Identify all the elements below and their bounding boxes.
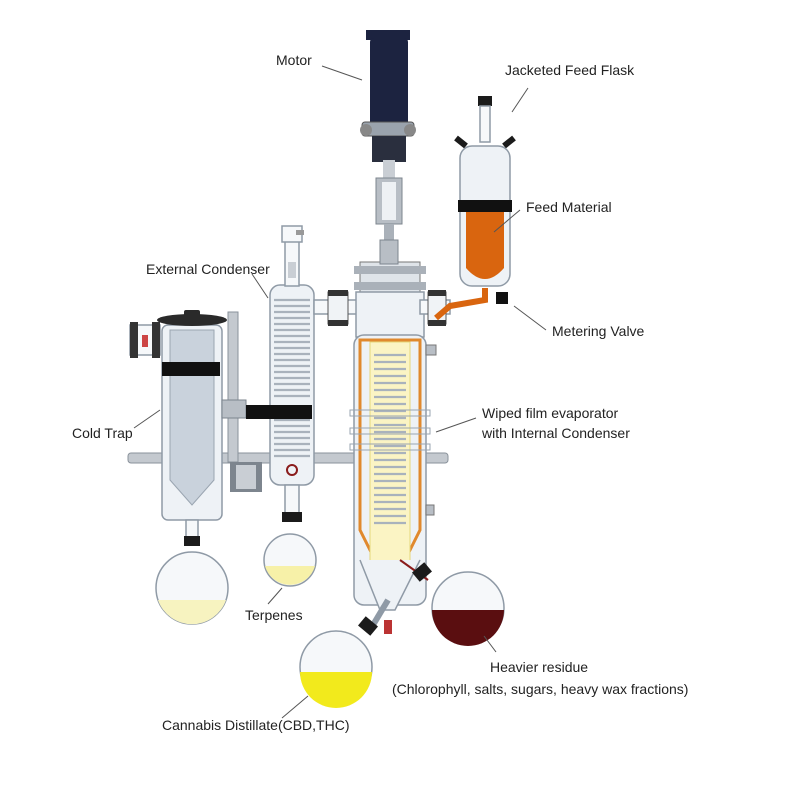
motor	[360, 30, 416, 180]
feed-flask-band	[458, 200, 512, 212]
leader-external-condenser	[251, 273, 269, 299]
label-heavier-residue-detail: (Chlorophyll, salts, sugars, heavy wax f…	[392, 681, 688, 697]
vertical-support-rod	[227, 311, 239, 463]
label-wiped-film-line1: Wiped film evaporator	[482, 405, 619, 421]
leader-terpenes	[267, 587, 283, 605]
leader-residue	[483, 635, 497, 653]
leader-feed-flask	[511, 87, 529, 113]
residue-flask	[399, 559, 505, 646]
label-motor: Motor	[276, 52, 312, 68]
label-terpenes: Terpenes	[245, 607, 303, 623]
feed-material	[466, 210, 504, 279]
jacketed-feed-flask	[434, 96, 516, 321]
label-cannabis-distillate: Cannabis Distillate(CBD,THC)	[162, 717, 350, 733]
label-jacketed-feed-flask: Jacketed Feed Flask	[505, 62, 635, 78]
label-feed-material: Feed Material	[526, 199, 612, 215]
feed-line	[434, 288, 488, 321]
drive-shaft	[375, 177, 403, 265]
leader-distillate	[281, 695, 309, 719]
leader-feed-material	[493, 209, 521, 233]
label-external-condenser: External Condenser	[146, 261, 270, 277]
external-condenser-coil	[274, 298, 310, 458]
label-heavier-residue: Heavier residue	[490, 659, 588, 675]
metering-valve	[496, 292, 508, 304]
external-condenser	[246, 225, 317, 587]
internal-condenser-coil	[374, 353, 406, 525]
distillate-flask	[299, 598, 391, 708]
cold-trap	[129, 310, 229, 625]
wiped-film-evaporator	[349, 261, 451, 634]
leader-cold-trap	[133, 409, 161, 429]
label-cold-trap: Cold Trap	[72, 425, 133, 441]
leader-wiped-film	[435, 417, 477, 433]
external-condenser-clamp	[246, 405, 312, 419]
cold-trap-clamp	[162, 362, 220, 376]
label-wiped-film-line2: with Internal Condenser	[481, 425, 630, 441]
leader-motor	[321, 65, 363, 81]
label-metering-valve: Metering Valve	[552, 323, 645, 339]
leader-metering-valve	[513, 305, 547, 331]
